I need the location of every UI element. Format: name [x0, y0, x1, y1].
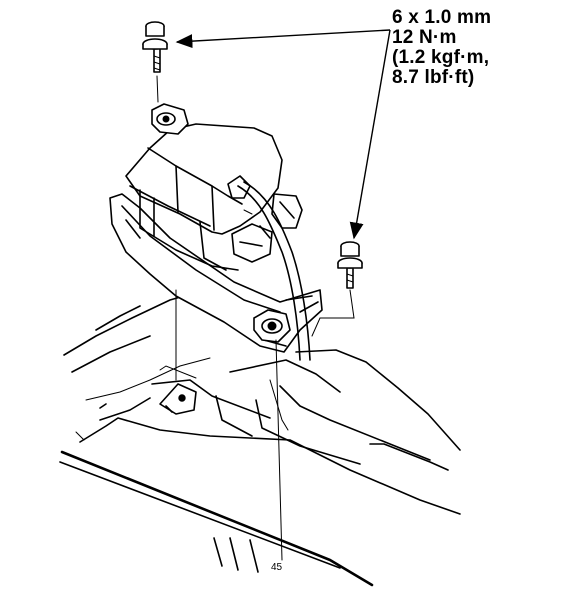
- callout-arrows: [175, 29, 391, 240]
- upper-bolt: [142, 21, 168, 103]
- wire-harness: [237, 181, 311, 361]
- page-number: 45: [271, 562, 283, 573]
- alignment-lines: [175, 289, 355, 561]
- bolt-size-label: 6 x 1.0 mm: [392, 7, 492, 28]
- right-bolt: [337, 241, 363, 289]
- control-unit: [125, 103, 303, 271]
- torque-nm-label: 12 N·m: [392, 27, 457, 48]
- lower-mount-boss: [253, 309, 291, 343]
- torque-lbfft-label: 8.7 lbf·ft): [392, 67, 475, 88]
- callout-arrow-upper: [175, 29, 391, 49]
- torque-kgfm-label: (1.2 kgf·m,: [392, 47, 490, 68]
- body-panel: [59, 291, 461, 587]
- callout-arrow-right: [349, 29, 391, 240]
- torque-specification: 6 x 1.0 mm 12 N·m (1.2 kgf·m, 8.7 lbf·ft…: [392, 8, 491, 88]
- mounting-bracket: [159, 383, 197, 415]
